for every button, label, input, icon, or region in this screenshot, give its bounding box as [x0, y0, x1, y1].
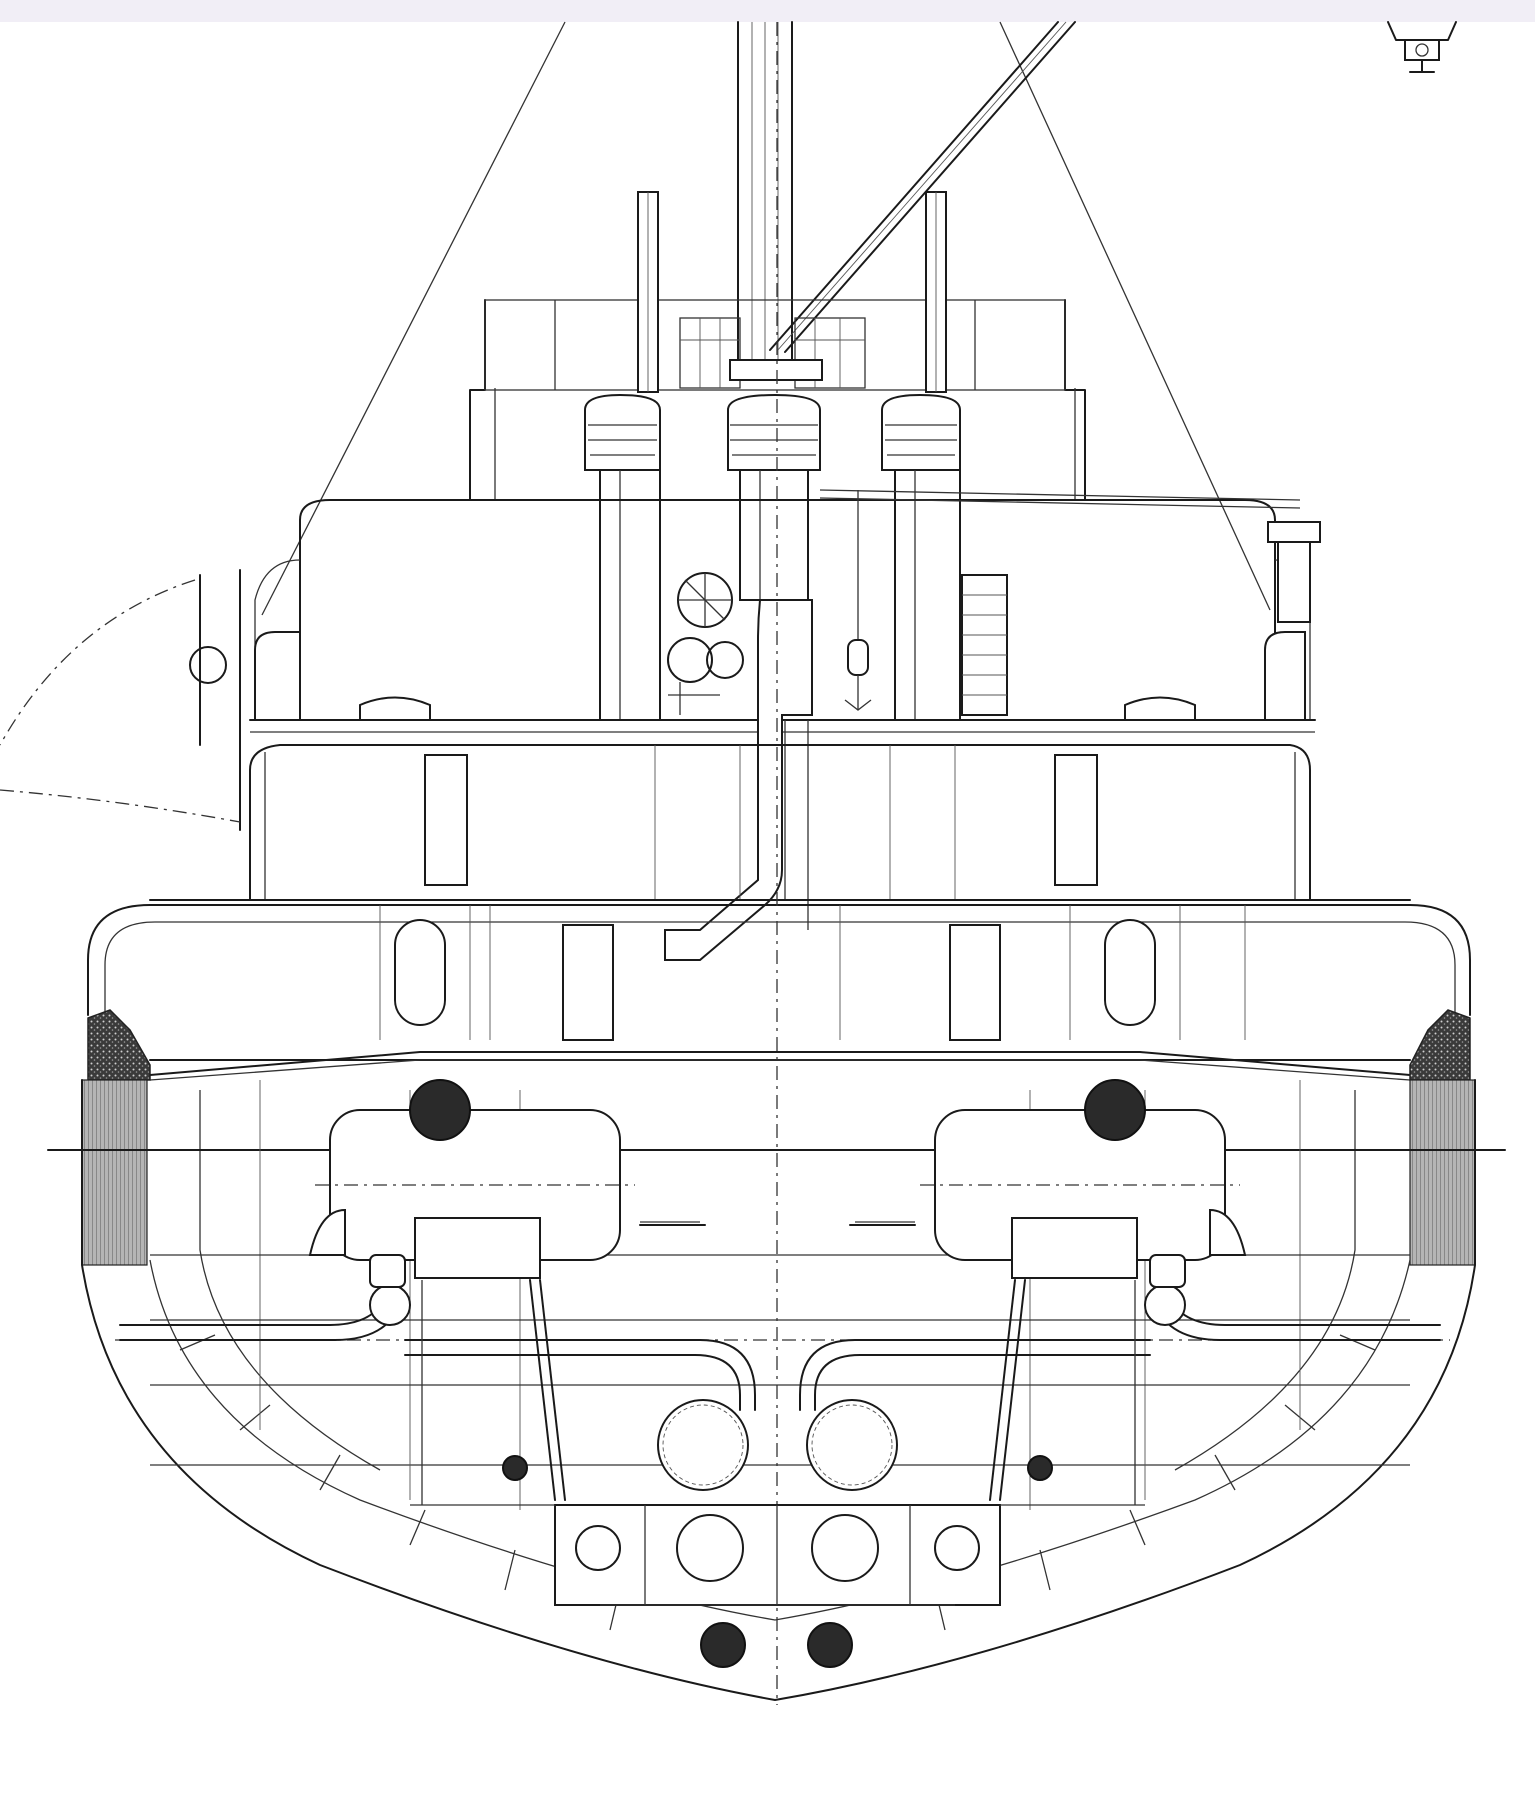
drain-starboard	[807, 1622, 853, 1668]
mast	[737, 21, 793, 361]
piping	[119, 1254, 1441, 1505]
top-margin-band	[0, 0, 1535, 22]
sea-chest-starboard	[1084, 1079, 1146, 1141]
vent-pipes	[637, 191, 947, 393]
exhaust-pipe	[664, 599, 813, 961]
fender-right	[1409, 1009, 1471, 1081]
main-deck-bulwark	[87, 899, 1471, 1081]
ventilator-left	[584, 393, 661, 721]
masthead-light-icon	[1387, 21, 1457, 73]
valve-port	[502, 1455, 528, 1481]
ensign-staff	[0, 569, 241, 831]
hook-block-icon	[844, 490, 872, 711]
fender-left	[87, 1009, 151, 1081]
valve-starboard	[1027, 1455, 1053, 1481]
hull	[81, 1079, 1476, 1701]
cargo-boom	[769, 21, 1076, 353]
side-plating-left	[81, 1079, 148, 1266]
air-receiver-starboard	[855, 1109, 1247, 1279]
drain-port	[700, 1622, 746, 1668]
wheel-upper-icon	[677, 572, 733, 628]
ventilator-right	[881, 393, 961, 721]
sea-chest-port	[409, 1079, 471, 1141]
double-bottom	[410, 1504, 1145, 1606]
pumps	[657, 1399, 898, 1491]
side-plating-right	[1409, 1079, 1476, 1266]
wheel-lower-icon	[667, 637, 744, 715]
boat-deck-house	[249, 489, 1321, 733]
rigging-stays	[261, 21, 1271, 616]
air-receiver-port	[308, 1109, 700, 1279]
ventilator-center	[727, 359, 823, 601]
